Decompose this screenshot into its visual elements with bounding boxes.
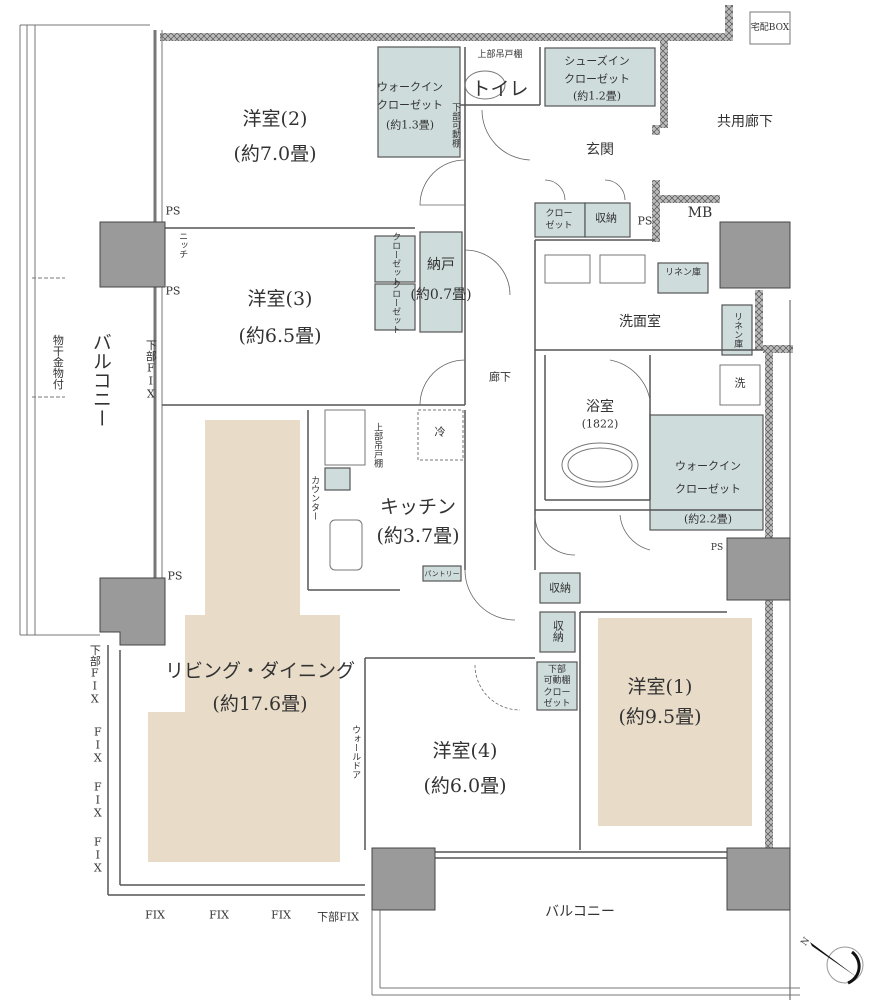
kitchen-size: (約3.7畳) (376, 525, 460, 548)
upper-cabinet-label: 上部吊戸棚 (477, 49, 523, 60)
kitchen-name: キッチン (379, 496, 457, 519)
storage-label: 収納 (595, 211, 617, 225)
compass-icon (810, 942, 864, 985)
common-corridor-label: 共用廊下 (717, 113, 773, 130)
storeroom-name: 納戸 (427, 256, 455, 273)
wall-door-label: ウォールドア (350, 725, 361, 779)
delivery-box-label: 宅配BOX (750, 22, 790, 33)
upper-cabinet-label: 上部吊戸棚 (372, 422, 383, 468)
bath-size: (1822) (581, 417, 619, 431)
closet-label-a: クロー (545, 208, 573, 219)
exterior-walls (160, 5, 793, 850)
ps-label: PS (165, 284, 181, 298)
west-balcony-rails (19, 24, 163, 640)
fix-label: FIX (145, 908, 165, 922)
lower-shelf-label-a: 下部 (547, 664, 567, 675)
balcony-south-label: バルコニー (545, 903, 615, 920)
mb-label: MB (687, 204, 713, 221)
storeroom-size: (約0.7畳) (410, 286, 472, 303)
closet-label: クローゼット (390, 232, 401, 286)
lower-shelf-label: 下部可動棚 (450, 102, 461, 148)
interior-walls (107, 47, 791, 1000)
western2-size: (約7.0畳) (233, 143, 317, 166)
laundry-hardware-label: 物干金物付 (51, 334, 65, 390)
lower-shelf-label-b: 可動棚 (543, 675, 571, 686)
south-balcony-rails (371, 910, 800, 996)
structural-columns (99, 221, 791, 911)
lower-fix-label: 下部FIX (88, 644, 102, 706)
wic1-size: (約1.3畳) (385, 118, 435, 132)
western2-name: 洋室(2) (242, 108, 308, 131)
bath-name: 浴室 (586, 398, 614, 415)
niche-label: ニッチ (177, 231, 188, 259)
lower-fix-label: 下部FIX (144, 339, 158, 401)
closet-label-b: ゼット (545, 220, 573, 231)
living-floor (148, 420, 340, 862)
linen-label: リネン庫 (664, 267, 702, 278)
western3-name: 洋室(3) (247, 288, 313, 311)
toilet-name: トイレ (471, 78, 529, 101)
kitchen-fixtures (324, 11, 791, 571)
washer-label: 洗 (734, 376, 746, 390)
fix-label: FIX (91, 725, 105, 765)
linen-label: リネン庫 (732, 312, 743, 348)
wic1-name2: クローゼット (377, 98, 443, 112)
shoes-name: シューズイン (564, 54, 630, 68)
balcony-west-label: バルコニー (89, 332, 112, 428)
closet-label: クローゼット (390, 280, 401, 334)
counter-label: カウンター (309, 475, 320, 521)
storage-label: 収納 (549, 581, 571, 595)
wic2-name: ウォークイン (675, 459, 741, 473)
western4-name: 洋室(4) (432, 740, 498, 763)
shoes-name2: クローゼット (564, 72, 630, 86)
entrance-label: 玄関 (586, 141, 614, 158)
lower-fix-label: 下部FIX (317, 910, 359, 924)
living-name: リビング・ダイニング (164, 660, 356, 683)
ps-label: PS (637, 214, 653, 228)
ps-label: PS (167, 569, 183, 583)
wic2-name2: クローゼット (675, 482, 741, 496)
western4-size: (約6.0畳) (423, 775, 507, 798)
hallway-label: 廊下 (489, 370, 511, 384)
fix-label: FIX (91, 835, 105, 875)
western3-size: (約6.5畳) (238, 325, 322, 348)
shoes-size: (約1.2畳) (572, 89, 622, 103)
western1-size: (約9.5畳) (618, 706, 702, 729)
ps-label: PS (710, 542, 724, 553)
closet-label-b: ゼット (543, 698, 571, 709)
washroom-label: 洗面室 (619, 313, 661, 330)
fridge-label: 冷 (434, 425, 446, 439)
pantry-label: パントリー (424, 569, 460, 578)
storage-label: 収納 (551, 620, 565, 642)
living-size: (約17.6畳) (212, 693, 308, 716)
fix-label: FIX (271, 908, 291, 922)
storage-areas (324, 46, 764, 711)
ps-label: PS (165, 204, 181, 218)
door-swings (419, 109, 651, 711)
wic2-size: (約2.2畳) (683, 512, 733, 526)
fix-label: FIX (209, 908, 229, 922)
western1-name: 洋室(1) (627, 676, 693, 699)
closet-label-a: クロー (543, 687, 571, 698)
fix-label: FIX (91, 780, 105, 820)
western1-floor (598, 618, 752, 826)
wic1-name: ウォークイン (377, 80, 443, 94)
